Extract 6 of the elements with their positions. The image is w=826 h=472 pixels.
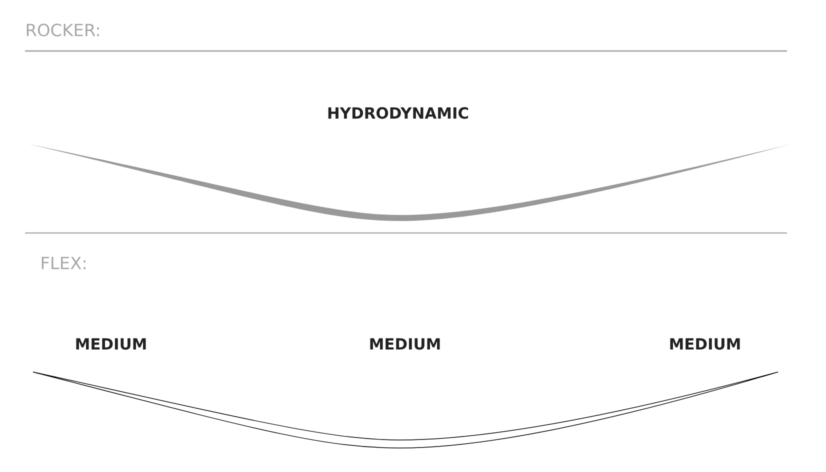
section-heading: ROCKER: <box>26 24 99 36</box>
flex-label: MEDIUM <box>76 338 146 350</box>
flex-label: MEDIUM <box>670 338 740 350</box>
section-heading: FLEX: <box>42 256 86 270</box>
rocker-label: HYDRODYNAMIC <box>328 107 468 119</box>
flex-label: MEDIUM <box>370 338 440 350</box>
